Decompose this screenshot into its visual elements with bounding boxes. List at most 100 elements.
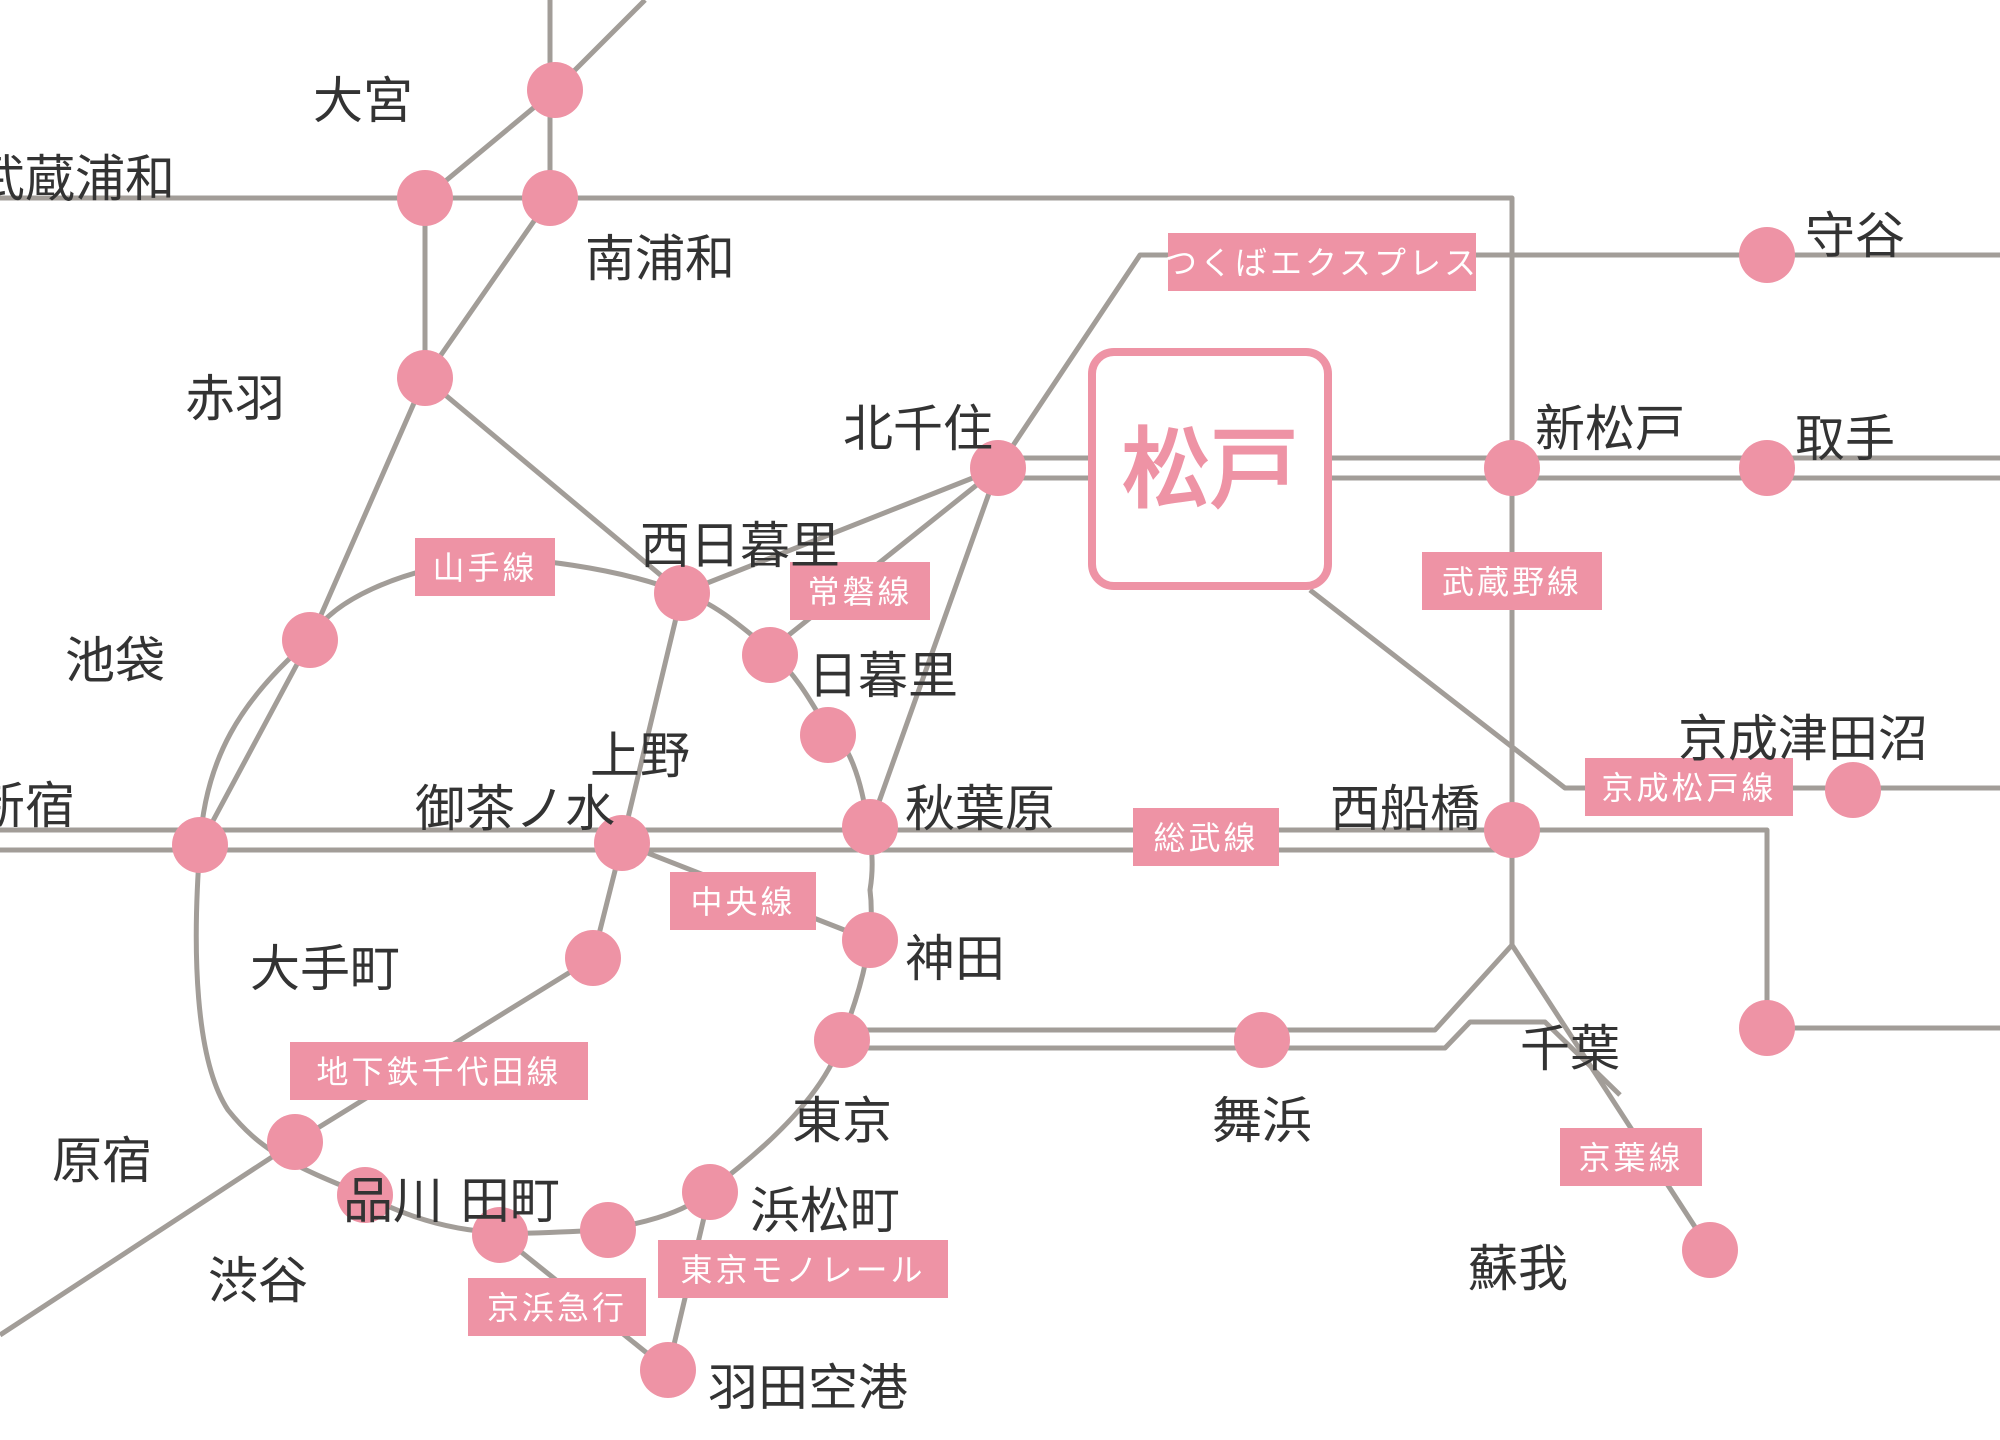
- station-kita-senju[interactable]: 北千住: [843, 400, 1026, 496]
- track-keiyo-3: [1509, 943, 1713, 1252]
- station-marker[interactable]: [640, 1342, 696, 1398]
- station-marker[interactable]: [172, 817, 228, 873]
- station-shinagawa[interactable]: 品川: [343, 1172, 528, 1263]
- station-label: 赤羽: [185, 370, 285, 428]
- station-label: 大手町: [250, 940, 400, 998]
- station-keisei-tsudanuma[interactable]: 京成津田沼: [1678, 710, 1928, 818]
- station-marker[interactable]: [1739, 227, 1795, 283]
- station-marker[interactable]: [527, 62, 583, 118]
- station-marker[interactable]: [682, 1164, 738, 1220]
- line-badge-keisei-matsudo[interactable]: 京成松戸線: [1585, 758, 1793, 816]
- station-marker[interactable]: [1234, 1012, 1290, 1068]
- station-marker[interactable]: [580, 1202, 636, 1258]
- station-marker[interactable]: [1739, 1000, 1795, 1056]
- station-marker[interactable]: [800, 707, 856, 763]
- line-badge-yamanote[interactable]: 山手線: [415, 538, 555, 596]
- station-shinjuku[interactable]: 新宿: [0, 777, 228, 873]
- station-label: 池袋: [65, 632, 165, 690]
- station-harajuku[interactable]: 原宿: [52, 1114, 323, 1190]
- station-nishi-nippori[interactable]: 西日暮里: [640, 517, 840, 621]
- station-label: 日暮里: [808, 647, 958, 705]
- matsudo-box: [1088, 348, 1332, 590]
- station-soga[interactable]: 蘇我: [1468, 1222, 1738, 1298]
- station-maihama[interactable]: 舞浜: [1212, 1012, 1312, 1150]
- station-label: 浜松町: [750, 1182, 900, 1240]
- station-marker[interactable]: [337, 1167, 393, 1223]
- line-badge-musashino[interactable]: 武蔵野線: [1422, 552, 1602, 610]
- station-label: 羽田空港: [708, 1359, 908, 1417]
- station-marker[interactable]: [282, 612, 338, 668]
- station-marker[interactable]: [814, 1012, 870, 1068]
- line-badge-chuo[interactable]: 中央線: [670, 872, 816, 930]
- line-badge-bg: [468, 1278, 646, 1336]
- station-label: 原宿: [52, 1132, 152, 1190]
- station-marker[interactable]: [565, 930, 621, 986]
- station-marker[interactable]: [472, 1207, 528, 1263]
- station-label: 蘇我: [1468, 1240, 1568, 1298]
- line-badge-chiyoda[interactable]: 地下鉄千代田線: [290, 1042, 588, 1100]
- station-omiya[interactable]: 大宮: [313, 62, 583, 130]
- station-marker[interactable]: [267, 1114, 323, 1170]
- station-marker[interactable]: [522, 170, 578, 226]
- station-tokyo[interactable]: 東京: [792, 1012, 892, 1150]
- station-marker[interactable]: [1484, 440, 1540, 496]
- station-otemachi[interactable]: 大手町: [250, 930, 621, 998]
- station-hamamatsucho[interactable]: 浜松町: [682, 1164, 900, 1240]
- line-badge-keiyo[interactable]: 京葉線: [1560, 1128, 1702, 1186]
- line-badge-label: 武蔵野線: [1442, 563, 1582, 601]
- line-badge-tsukuba-express[interactable]: つくばエクスプレス: [1165, 233, 1479, 291]
- station-label: 新松戸: [1535, 400, 1685, 458]
- station-toride[interactable]: 取手: [1739, 410, 1895, 496]
- line-badge-bg: [658, 1240, 948, 1298]
- station-tamachi[interactable]: 田町: [460, 1172, 636, 1258]
- station-shibuya[interactable]: 渋谷: [208, 1167, 393, 1310]
- line-badge-label: 中央線: [690, 883, 795, 921]
- station-nishi-funabashi[interactable]: 西船橋: [1330, 780, 1540, 858]
- line-badge-label: 常磐線: [807, 573, 912, 611]
- station-label: 南浦和: [585, 230, 735, 288]
- station-label: 新宿: [0, 777, 75, 835]
- station-ochanomizu[interactable]: 御茶ノ水: [415, 780, 650, 871]
- station-ueno[interactable]: 上野: [590, 707, 856, 785]
- station-marker[interactable]: [1682, 1222, 1738, 1278]
- station-marker[interactable]: [842, 799, 898, 855]
- line-badge-bg: [1560, 1128, 1702, 1186]
- station-akabane[interactable]: 赤羽: [185, 350, 453, 428]
- station-musashi-urawa[interactable]: 武蔵浦和: [0, 150, 453, 226]
- station-label: 東京: [792, 1092, 892, 1150]
- station-label: 舞浜: [1212, 1092, 1312, 1150]
- station-minami-urawa[interactable]: 南浦和: [522, 170, 735, 288]
- line-badge-bg: [1585, 758, 1793, 816]
- station-marker[interactable]: [970, 440, 1026, 496]
- station-marker[interactable]: [742, 627, 798, 683]
- line-badge-joban[interactable]: 常磐線: [790, 562, 930, 620]
- station-marker[interactable]: [1825, 762, 1881, 818]
- matsudo-highlight[interactable]: 松戸: [1088, 348, 1332, 590]
- station-kanda[interactable]: 神田: [842, 912, 1005, 988]
- station-nippori[interactable]: 日暮里: [742, 627, 958, 705]
- station-label: 取手: [1795, 410, 1895, 468]
- station-chiba[interactable]: 千葉: [1520, 1000, 1795, 1078]
- station-marker[interactable]: [1739, 440, 1795, 496]
- station-moriya[interactable]: 守谷: [1739, 207, 1905, 283]
- line-badge-monorail[interactable]: 東京モノレール: [658, 1240, 948, 1298]
- station-haneda-airport[interactable]: 羽田空港: [640, 1342, 908, 1417]
- station-marker[interactable]: [1484, 802, 1540, 858]
- line-badge-sobu[interactable]: 総武線: [1133, 808, 1279, 866]
- station-ikebukuro[interactable]: 池袋: [65, 612, 338, 690]
- station-marker[interactable]: [594, 815, 650, 871]
- line-badge-keikyu[interactable]: 京浜急行: [468, 1278, 646, 1336]
- station-label: 渋谷: [208, 1252, 308, 1310]
- station-marker[interactable]: [397, 350, 453, 406]
- line-badge-label: 京葉線: [1578, 1139, 1683, 1177]
- line-badge-label: 総武線: [1153, 819, 1258, 857]
- line-badge-label: 山手線: [432, 549, 537, 587]
- station-akihabara[interactable]: 秋葉原: [842, 780, 1055, 855]
- station-marker[interactable]: [397, 170, 453, 226]
- station-label: 守谷: [1805, 207, 1905, 265]
- station-marker[interactable]: [654, 565, 710, 621]
- station-shin-matsudo[interactable]: 新松戸: [1484, 400, 1685, 496]
- station-marker[interactable]: [842, 912, 898, 968]
